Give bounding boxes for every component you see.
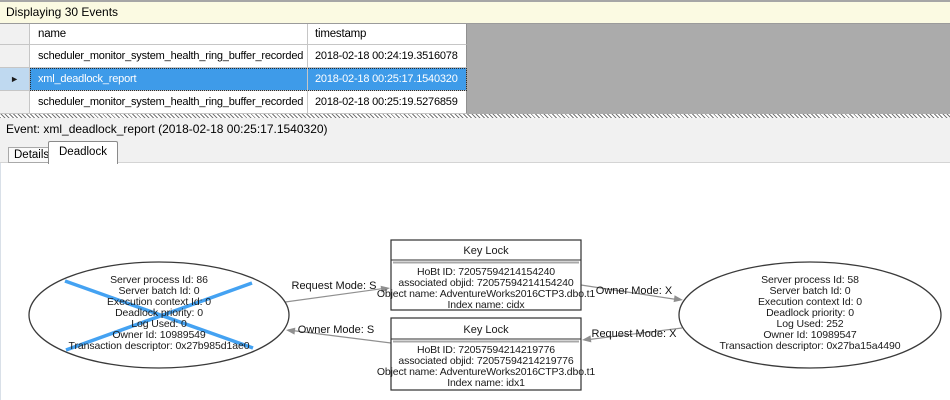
selected-row-marker-icon: ► <box>10 73 19 84</box>
lock-title: Key Lock <box>463 324 509 336</box>
row-selector-cell[interactable]: ► <box>0 68 30 91</box>
arrowhead-icon <box>673 295 683 303</box>
node-text-line: Execution context Id: 0 <box>107 296 211 308</box>
node-text-line: Owner Id: 10989549 <box>112 329 206 341</box>
lock-text-line: associated objid: 72057594214219776 <box>398 355 573 367</box>
node-text-line: Owner Id: 10989547 <box>763 329 857 341</box>
node-text-line: Log Used: 0 <box>131 318 187 330</box>
edge-request-x-line <box>584 327 683 341</box>
node-text-line: Log Used: 252 <box>776 318 843 330</box>
tab-deadlock[interactable]: Deadlock <box>48 141 118 164</box>
edge-owner-s-line <box>287 329 392 344</box>
deadlock-graph: Request Mode: S Owner Mode: S Owner Mode… <box>28 239 942 391</box>
edge-arrowheads <box>286 285 683 343</box>
event-name-cell[interactable]: scheduler_monitor_system_health_ring_buf… <box>30 91 308 114</box>
pane-splitter-handle[interactable] <box>0 114 950 118</box>
table-row[interactable]: scheduler_monitor_system_health_ring_buf… <box>0 91 467 114</box>
table-row-selected[interactable]: ► xml_deadlock_report 2018-02-18 00:25:1… <box>0 68 467 91</box>
lock-text-line: associated objid: 72057594214154240 <box>398 277 573 289</box>
event-name-cell[interactable]: xml_deadlock_report <box>30 68 308 91</box>
process-node[interactable]: Server process Id: 58 Server batch Id: 0… <box>678 261 942 369</box>
column-header-timestamp[interactable]: timestamp <box>308 24 467 45</box>
node-text-line: Transaction descriptor: 0x27ba15a4490 <box>720 340 901 352</box>
node-text-line: Server process Id: 86 <box>110 274 208 286</box>
grid-header-row: name timestamp <box>0 24 467 45</box>
node-text-line: Server batch Id: 0 <box>769 285 850 297</box>
lock-node-top[interactable]: Key Lock HoBt ID: 72057594214154240 asso… <box>377 239 596 311</box>
node-text-line: Deadlock priority: 0 <box>115 307 203 319</box>
lock-text-line: HoBt ID: 72057594214219776 <box>417 344 555 356</box>
node-text-line: Transaction descriptor: 0x27b985d1ae0 <box>69 340 250 352</box>
selected-event-summary: Event: xml_deadlock_report (2018-02-18 0… <box>0 118 950 140</box>
lock-node-bottom[interactable]: Key Lock HoBt ID: 72057594214219776 asso… <box>377 317 596 391</box>
process-node-victim[interactable]: Server process Id: 86 Server batch Id: 0… <box>28 261 290 369</box>
event-name-cell[interactable]: scheduler_monitor_system_health_ring_buf… <box>30 45 308 68</box>
victim-cross-icon <box>65 281 253 352</box>
node-text-line: Server process Id: 58 <box>761 274 859 286</box>
event-timestamp-cell[interactable]: 2018-02-18 00:25:17.1540320 <box>308 68 467 91</box>
lock-text-line: Object name: AdventureWorks2016CTP3.dbo.… <box>377 366 596 378</box>
victim-cross-icon <box>64 279 254 350</box>
events-grid: name timestamp scheduler_monitor_system_… <box>0 24 467 114</box>
events-count-banner: Displaying 30 Events <box>0 2 950 24</box>
events-grid-zone: name timestamp scheduler_monitor_system_… <box>0 24 950 114</box>
lock-title: Key Lock <box>463 245 509 257</box>
arrowhead-icon <box>380 285 390 293</box>
event-timestamp-cell[interactable]: 2018-02-18 00:25:19.5276859 <box>308 91 467 114</box>
edge-request-s-line <box>277 287 388 304</box>
edge-owner-x-line <box>580 284 681 301</box>
table-row[interactable]: scheduler_monitor_system_health_ring_buf… <box>0 45 467 68</box>
edge-label-owner-x: Owner Mode: X <box>596 285 673 297</box>
lock-text-line: Index name: idx1 <box>447 377 525 389</box>
node-text-line: Deadlock priority: 0 <box>766 307 854 319</box>
lock-text-line: Object name: AdventureWorks2016CTP3.dbo.… <box>377 288 596 300</box>
lock-text-line: HoBt ID: 72057594214154240 <box>417 266 555 278</box>
edge-label-request-s: Request Mode: S <box>292 280 377 292</box>
row-selector-header <box>0 24 30 45</box>
edge-lines <box>277 284 683 344</box>
event-timestamp-cell[interactable]: 2018-02-18 00:24:19.3516078 <box>308 45 467 68</box>
node-text-line: Server batch Id: 0 <box>118 285 199 297</box>
window-top-edge <box>0 0 950 2</box>
row-selector-cell[interactable] <box>0 45 30 68</box>
column-header-name[interactable]: name <box>30 24 308 45</box>
lock-text-line: Index name: cidx <box>448 299 526 311</box>
node-text-line: Execution context Id: 0 <box>758 296 862 308</box>
row-selector-cell[interactable] <box>0 91 30 114</box>
arrowhead-icon <box>582 335 592 343</box>
tab-details[interactable]: Details <box>8 147 56 163</box>
deadlock-graph-panel: Request Mode: S Owner Mode: S Owner Mode… <box>0 163 950 400</box>
edge-label-request-x: Request Mode: X <box>592 328 678 340</box>
arrowhead-icon <box>286 327 296 335</box>
detail-tabs: Details Deadlock <box>0 140 950 164</box>
edge-label-owner-s: Owner Mode: S <box>298 324 374 336</box>
